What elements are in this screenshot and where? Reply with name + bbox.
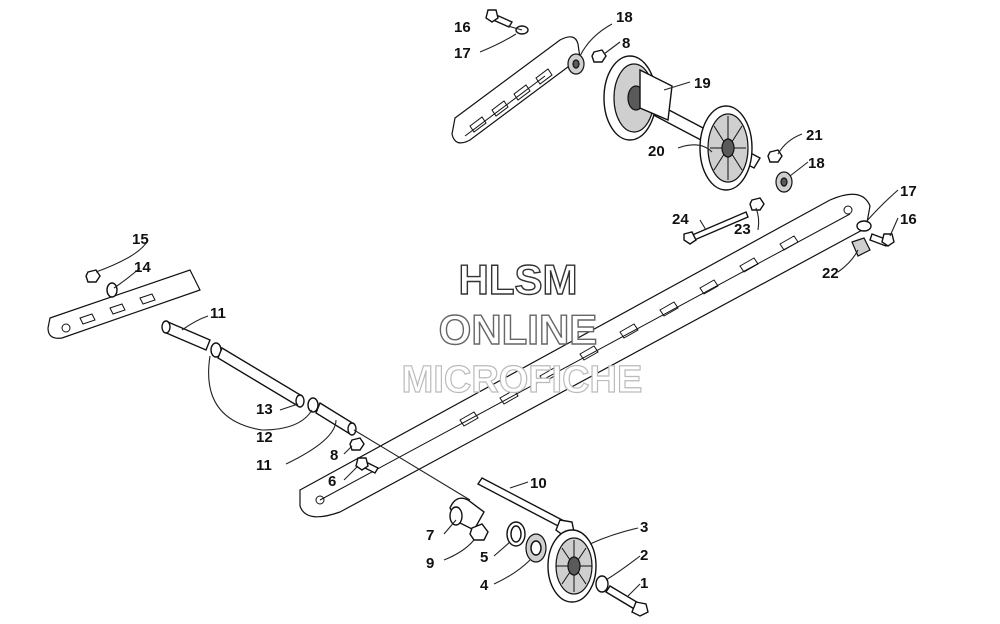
watermark-line-1: HLSM [459,256,578,303]
bolt-16-upper [485,9,514,28]
callout-16-upper: 16 [454,19,471,36]
callout-13: 13 [256,401,273,418]
left-slide-rail-fragment [47,269,201,339]
idler-wheel-3 [547,529,597,603]
callout-21: 21 [806,127,823,144]
bearing-4 [525,533,547,563]
nut-23 [749,197,765,211]
callout-8-lower: 8 [330,447,338,464]
callout-18-upper: 18 [616,9,633,26]
rear-idler-wheel-19-left [603,55,673,141]
callout-9: 9 [426,555,434,572]
callout-17-lower: 17 [900,183,917,200]
nut-8-upper [591,49,607,63]
washer-2 [595,575,609,593]
callout-5: 5 [480,549,488,566]
callout-17-upper: 17 [454,45,471,62]
callout-8-upper: 8 [622,35,630,52]
callout-10: 10 [530,475,547,492]
adjuster-bolt-24 [683,211,749,245]
callout-24: 24 [672,211,689,228]
bushing-7 [449,497,485,531]
nut-15 [85,269,101,283]
callout-7: 7 [426,527,434,544]
callout-20: 20 [648,143,665,160]
callout-23: 23 [734,221,751,238]
cross-shaft-tube-11-right [315,401,357,436]
axis-guide-lower [353,429,471,501]
axle-bolt-10 [476,477,575,537]
bolt-6 [355,457,379,474]
callout-11-upper: 11 [210,305,226,322]
bumper-22 [851,237,871,257]
callout-19: 19 [694,75,711,92]
right-slide-rail [299,193,871,518]
callout-11-lower: 11 [256,457,272,474]
snap-ring-5 [506,521,526,547]
watermark-line-2: ONLINE [439,306,598,353]
watermark-line-3: MICROFICHE [402,359,643,401]
callout-2: 2 [640,547,648,564]
callout-12: 12 [256,429,273,446]
bushing-18-lower [775,171,793,193]
callout-15: 15 [132,231,149,248]
rear-idler-wheel-19-right [699,105,753,191]
cross-shaft-tube-11-left [161,320,211,351]
callout-1: 1 [640,575,648,592]
leader-lines [95,23,899,597]
watermark: HLSM ONLINE MICROFICHE [401,255,643,401]
callout-14: 14 [134,259,151,276]
upper-rail-fragment [451,36,581,144]
cross-shaft-13 [217,346,305,408]
callout-4: 4 [480,577,489,594]
bushing-18-upper [567,53,585,75]
washer-14 [106,282,118,298]
nut-8-lower [349,437,365,451]
nut-9 [469,523,489,541]
callout-6: 6 [328,473,336,490]
bolt-1 [605,585,649,617]
washer-17-lower [856,220,872,232]
callout-labels: 1 2 3 4 5 6 7 8 8 9 10 11 11 12 13 14 15… [132,9,917,594]
callout-18-lower: 18 [808,155,825,172]
callout-3: 3 [640,519,648,536]
callout-22: 22 [822,265,839,282]
callout-16-lower: 16 [900,211,917,228]
spacer-12-right [307,397,319,413]
